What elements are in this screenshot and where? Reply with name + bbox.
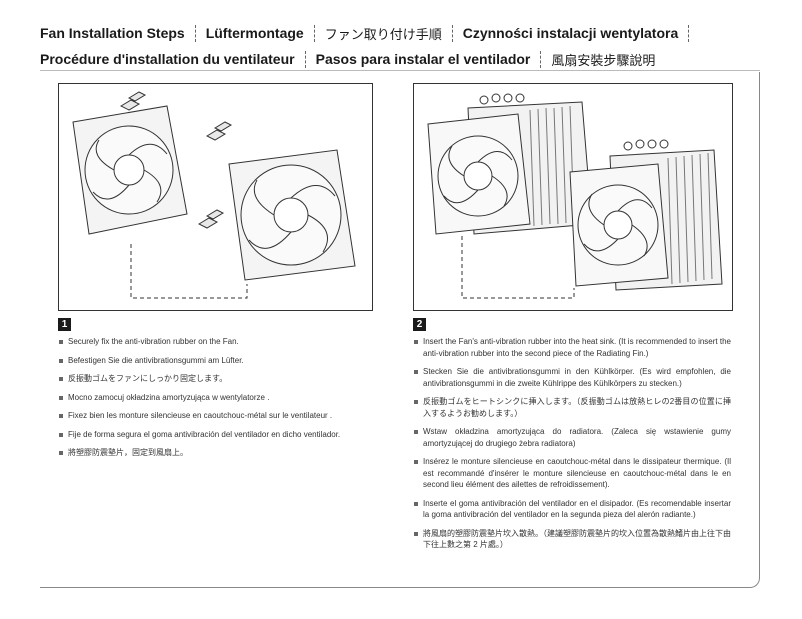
instruction-english: Securely fix the anti-vibration rubber o… — [58, 336, 368, 348]
instruction-chinese: 將塑膠防震墊片，固定到風扇上。 — [58, 447, 368, 459]
step-number-badge: 2 — [413, 318, 426, 331]
title-spanish: Pasos para instalar el ventilador — [315, 51, 531, 67]
page-header: Fan Installation Steps Lüftermontage ファン… — [40, 20, 760, 72]
step-1-figure — [58, 83, 373, 311]
header-divider-line — [40, 70, 760, 71]
instruction-spanish: Fije de forma segura el goma antivibraci… — [58, 429, 368, 441]
page-border — [40, 72, 760, 588]
step-number-badge: 1 — [58, 318, 71, 331]
step-2-instructions: Insert the Fan's anti-vibration rubber i… — [413, 336, 731, 558]
instruction-japanese: 反振動ゴムをヒートシンクに挿入します。（反振動ゴムは放熱ヒレの2番目の位置に挿入… — [413, 396, 731, 419]
step-2-figure — [413, 83, 733, 311]
instruction-english: Insert the Fan's anti-vibration rubber i… — [413, 336, 731, 359]
title-divider — [194, 24, 196, 42]
title-english: Fan Installation Steps — [40, 25, 185, 41]
heatsink-fan-mount-illustration — [427, 93, 723, 299]
instruction-german: Befestigen Sie die antivibrationsgummi a… — [58, 355, 368, 367]
instruction-french: Fixez bien les monture silencieuse en ca… — [58, 410, 368, 422]
title-divider — [688, 24, 690, 42]
instruction-french: Insérez le monture silencieuse en caoutc… — [413, 456, 731, 491]
title-polish: Czynności instalacji wentylatora — [462, 25, 679, 41]
title-divider — [540, 50, 542, 68]
title-japanese: ファン取り付け手順 — [324, 27, 442, 43]
title-divider — [451, 24, 453, 42]
instruction-japanese: 反振動ゴムをファンにしっかり固定します。 — [58, 373, 368, 385]
instruction-polish: Wstaw okładzina amortyzująca do radiator… — [413, 426, 731, 449]
title-divider — [304, 50, 306, 68]
title-french: Procédure d'installation du ventilateur — [40, 51, 295, 67]
title-german: Lüftermontage — [205, 25, 304, 41]
instruction-german: Stecken Sie die antivibrationsgummi in d… — [413, 366, 731, 389]
title-divider — [313, 24, 315, 42]
header-row-1: Fan Installation Steps Lüftermontage ファン… — [40, 20, 760, 46]
title-chinese: 風扇安裝步驟說明 — [551, 53, 656, 69]
fan-rubber-mount-illustration — [72, 91, 356, 299]
instruction-polish: Mocno zamocuj okładzina amortyzująca w w… — [58, 392, 368, 404]
instruction-spanish: Inserte el goma antivibración del ventil… — [413, 498, 731, 521]
step-1-instructions: Securely fix the anti-vibration rubber o… — [58, 336, 368, 466]
header-row-2: Procédure d'installation du ventilateur … — [40, 46, 760, 72]
instruction-chinese: 將風扇的塑膠防震墊片坎入散熱。（建議塑膠防震墊片的坎入位置為散熱鰭片由上往下由下… — [413, 528, 731, 551]
